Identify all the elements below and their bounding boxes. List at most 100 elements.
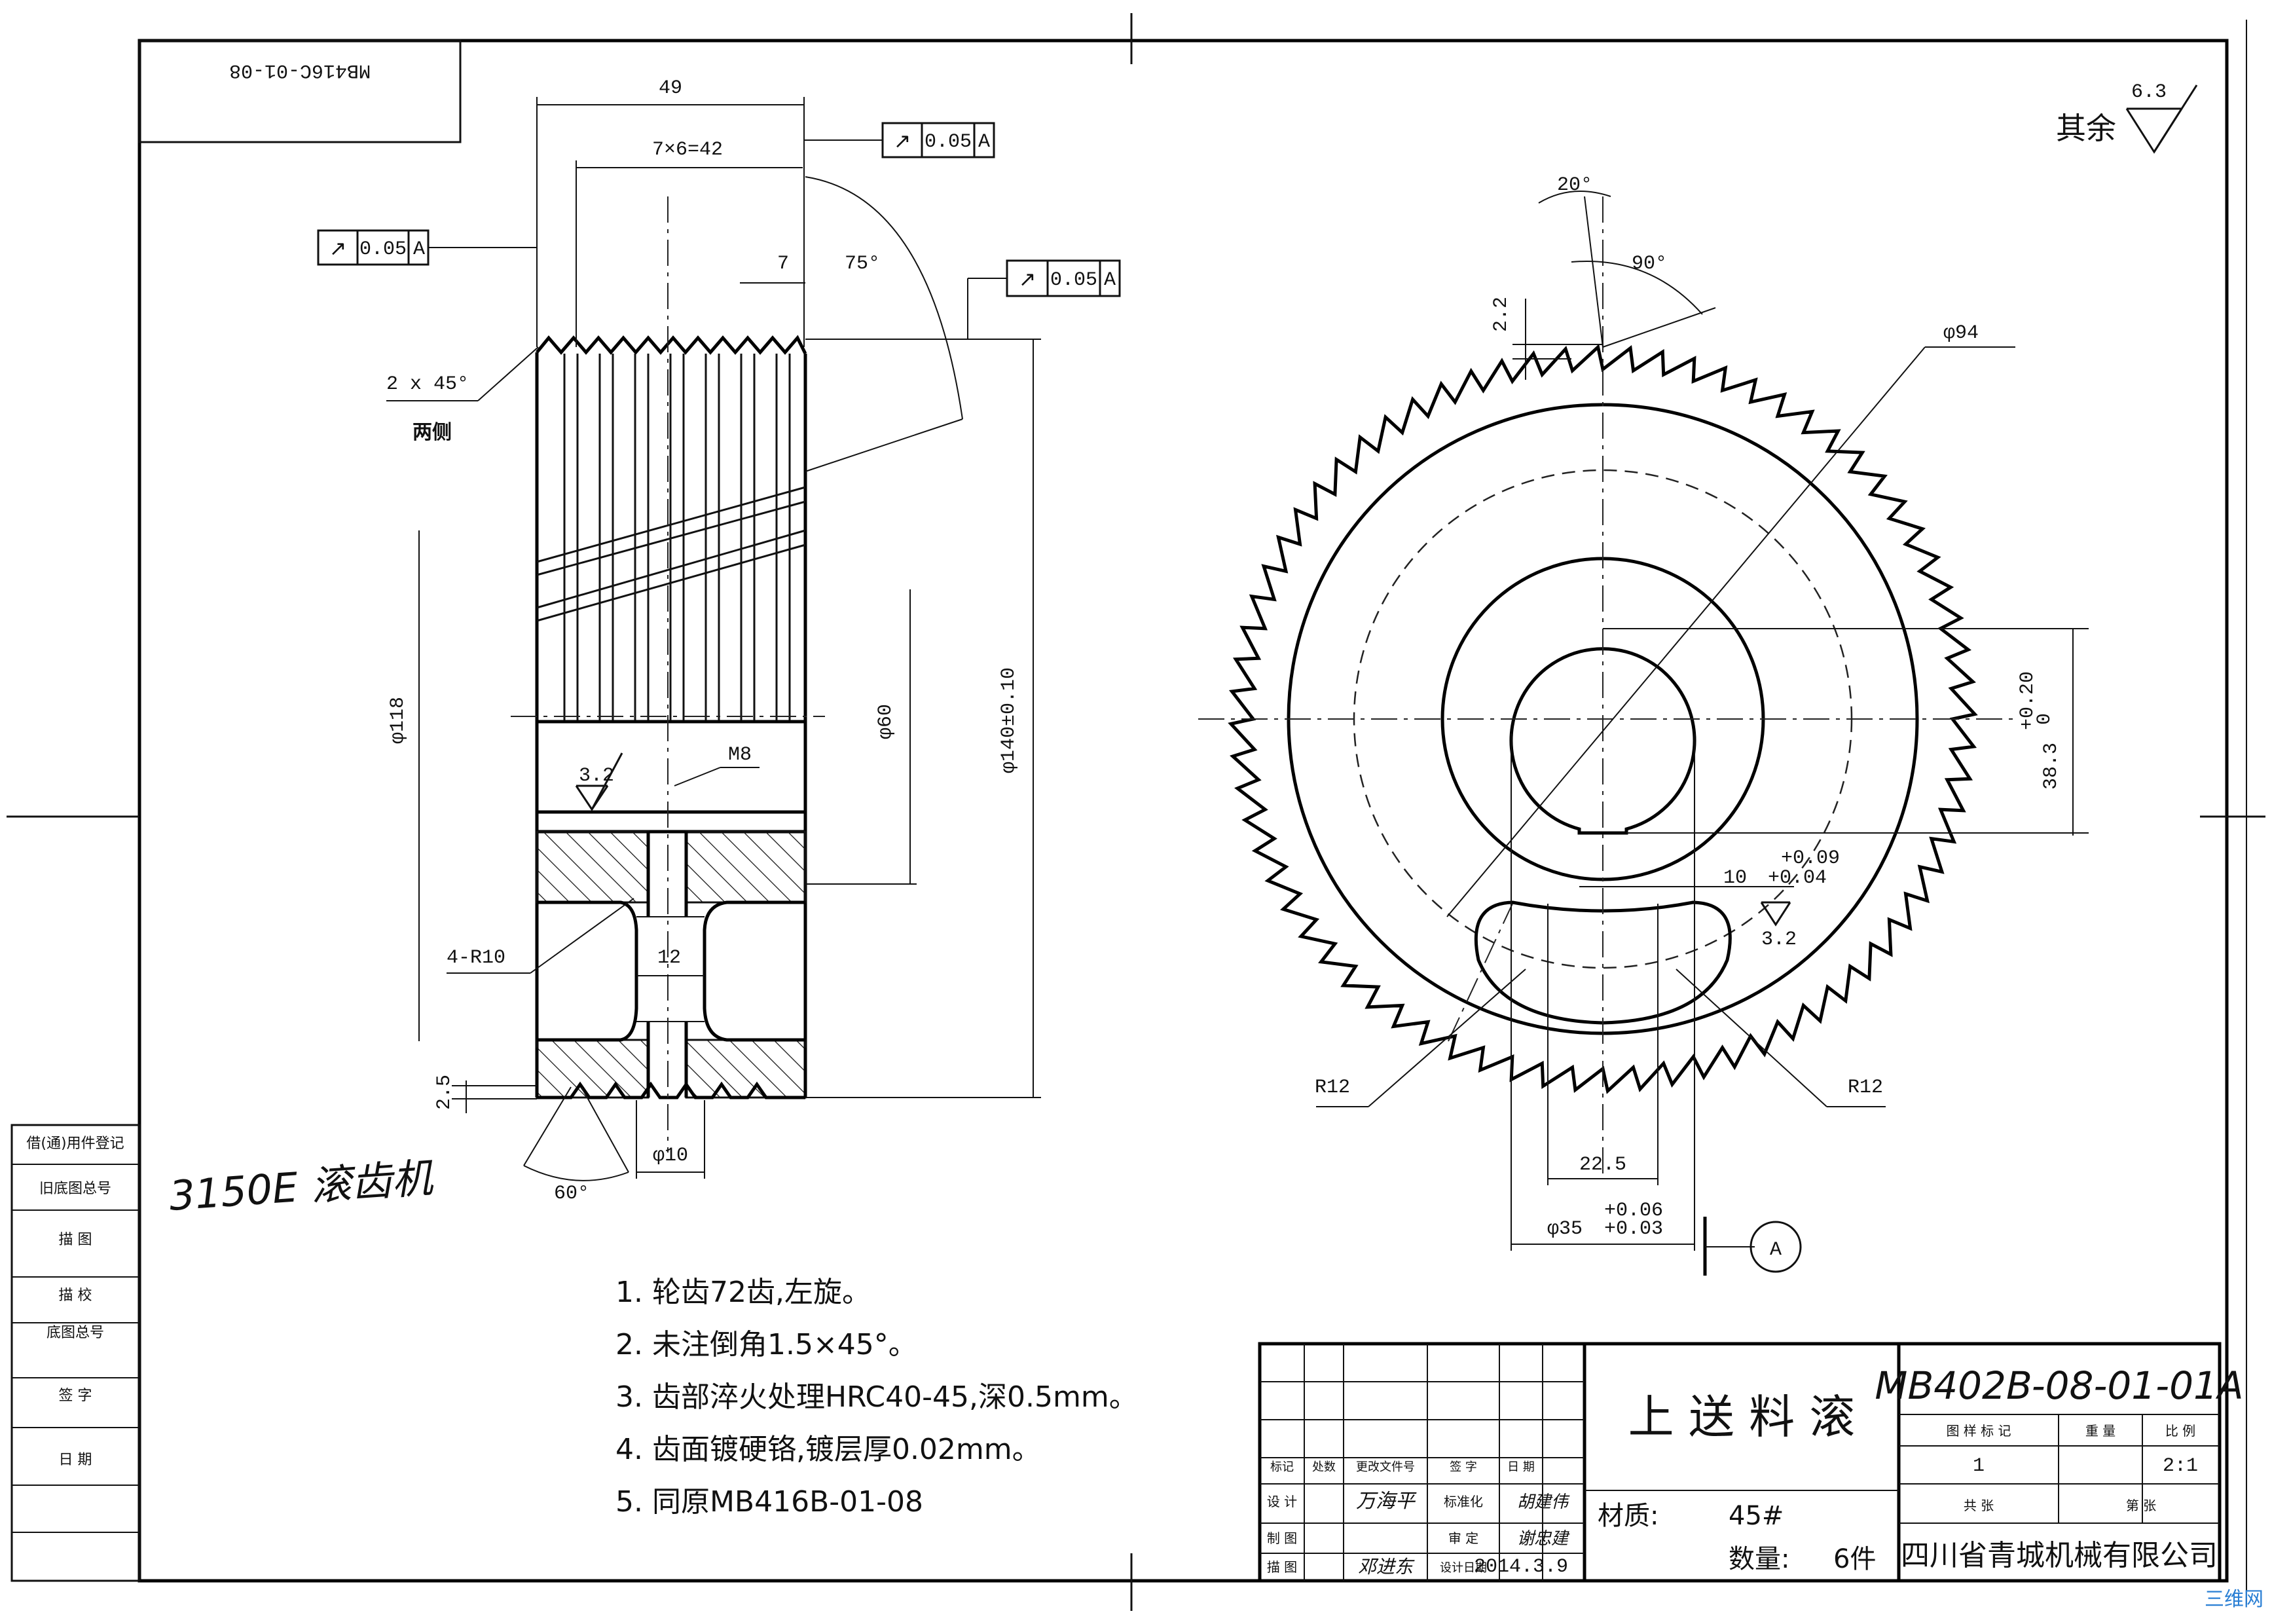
hub-recess-left [537,900,638,1042]
footer-col-1: 第 张 [2126,1498,2156,1513]
dim-tooth-angle: 60° [554,1183,589,1205]
dim-dia-60: φ60 [875,704,897,739]
side-view [511,196,825,1153]
dim-keyway-tol-lower: 0 [2034,713,2056,725]
hub-section-upper-left [536,830,650,904]
note-4: 4. 齿面镀硬铬,镀层厚0.02mm。 [615,1433,1041,1466]
header-col-0: 图 样 标 记 [1946,1423,2011,1439]
tolerance-frame-3: ↗ 0.05 A [967,259,1121,339]
quantity-value: 6件 [1833,1544,1876,1574]
tb-row0-col3: 签 字 [1450,1460,1477,1474]
dim-dia-118: φ118 [387,697,409,744]
tol-2-value: 0.05 [925,131,972,153]
dim-hub-width: 12 [657,947,681,969]
dim-chamfer: 2 x 45° [386,373,469,396]
dim-helix-angle: 75° [845,253,880,275]
dim-thread: M8 [728,744,752,766]
tol-1-datum: A [413,238,425,261]
dim-fillet: 4-R10 [447,947,505,969]
side-label-3: 签 字 [59,1388,92,1404]
dim-dia-10: φ10 [653,1145,688,1167]
material-value: 45# [1729,1501,1784,1531]
dim-tooth-spacing: 7 [777,253,789,275]
roughness-other-symbol: 其余 6.3 [2056,81,2198,154]
dim-bore: φ35 [1547,1218,1583,1240]
helix-lines [536,486,806,622]
datum-label: A [1770,1239,1782,1261]
tol-2-symbol: ↗ [894,128,911,153]
tol-2-datum: A [978,131,990,153]
watermark: 三维网 [2205,1588,2263,1611]
dim-tooth-height: 2.2 [1490,297,1512,332]
dim-key-width: 10 [1723,867,1747,889]
roughness-other-value: 6.3 [2131,81,2167,103]
reversed-code-label: MB416C-01-08 [229,59,371,81]
dim-slot-r12-left: R12 [1315,1077,1350,1099]
material-label: 材质: [1598,1501,1658,1531]
note-5: 5. 同原MB416B-01-08 [615,1485,923,1519]
header-col-1: 重 量 [2085,1423,2116,1439]
tb-row0-col0: 标记 [1270,1460,1294,1474]
side-label-6: 描 校 [59,1287,92,1304]
tol-3-datum: A [1104,269,1116,291]
technical-notes: 1. 轮齿72齿,左旋。 2. 未注倒角1.5×45°。 3. 齿部淬火处理HR… [615,1276,1138,1519]
tb-row0-col2: 更改文件号 [1356,1460,1415,1474]
handwritten-machine-note: 3150E 滚齿机 [168,1154,435,1220]
header-col-2: 比 例 [2165,1423,2195,1439]
tb-row1-col3: 胡建伟 [1517,1492,1570,1512]
tol-1-symbol: ↗ [329,236,347,261]
dim-slot-r12-right: R12 [1848,1077,1883,1099]
dim-chamfer-sides: 两侧 [412,421,452,444]
tol-3-value: 0.05 [1050,269,1097,291]
tb-row3-col3: 2014.3.9 [1474,1556,1568,1578]
reversed-code-box: MB416C-01-08 [138,39,462,143]
kidney-slot [1474,900,1732,1025]
dim-key-tol-upper: +0.09 [1781,847,1840,870]
hub-recess-right [703,900,805,1042]
hub-section-lower-left [536,1039,650,1099]
hub-section-lower-right [685,1039,807,1099]
dim-tooth-side-angle: 90° [1632,253,1667,275]
tb-row2-col2: 审 定 [1448,1530,1478,1546]
side-label-5: 描 图 [59,1232,92,1248]
dim-keyway-tol-upper: +0.20 [2017,671,2039,730]
tolerance-frame-2: ↗ 0.05 A [804,122,995,158]
side-label-2: 底图总号 [46,1325,104,1341]
note-2: 2. 未注倒角1.5×45°。 [615,1328,917,1361]
dim-bore-tol-upper: +0.06 [1604,1200,1663,1222]
tb-row2-col0: 制 图 [1267,1530,1297,1546]
tb-row1-col1: 万海平 [1356,1490,1417,1513]
tb-row3-col0: 描 图 [1267,1559,1297,1575]
side-label-4: 日 期 [59,1452,92,1468]
dim-roughness-hub: 3.2 [579,765,614,787]
company-name: 四川省青城机械有限公司 [1901,1539,2218,1572]
title-block: 标记 处数 更改文件号 签 字 日 期 设 计 万海平 标准化 胡建伟 制 图 … [1258,1342,2244,1583]
gear-teeth-profile [536,335,807,355]
note-1: 1. 轮齿72齿,左旋。 [615,1276,871,1309]
dim-roughness-slot: 3.2 [1761,929,1797,951]
dim-overall-width: 49 [659,77,682,100]
side-view-dimensions: 49 7×6=42 7 75° 2 x 45° 两侧 φ118 φ60 φ140… [386,77,1041,1205]
tb-row3-col2: 设计日期 [1440,1561,1487,1575]
quantity-label: 数量: [1729,1544,1789,1574]
tol-3-symbol: ↗ [1019,267,1036,291]
side-label-0: 借(通)用件登记 [26,1135,124,1152]
count-value: 1 [1973,1455,1985,1477]
part-name: 上 送 料 滚 [1628,1390,1856,1444]
dim-dia-94: φ94 [1943,322,1979,344]
tol-1-value: 0.05 [359,238,407,261]
hub-section-upper-right [685,830,807,904]
dim-tooth-top-angle: 20° [1557,174,1592,196]
tb-row3-col1: 邓进东 [1358,1556,1415,1578]
scale-value: 2:1 [2163,1455,2198,1477]
dim-bore-tol-lower: +0.03 [1604,1218,1663,1240]
dim-dia-140: φ140±0.10 [998,667,1020,773]
dim-tooth-depth: 2.5 [433,1075,456,1110]
dim-key-tol-lower: +0.04 [1768,867,1827,889]
dim-slot-width: 22.5 [1579,1154,1626,1176]
bore-with-keyway [1509,647,1696,835]
tb-row0-col4: 日 期 [1507,1460,1535,1474]
side-label-1: 旧底图总号 [39,1181,111,1197]
tooth-grooves [563,354,791,720]
